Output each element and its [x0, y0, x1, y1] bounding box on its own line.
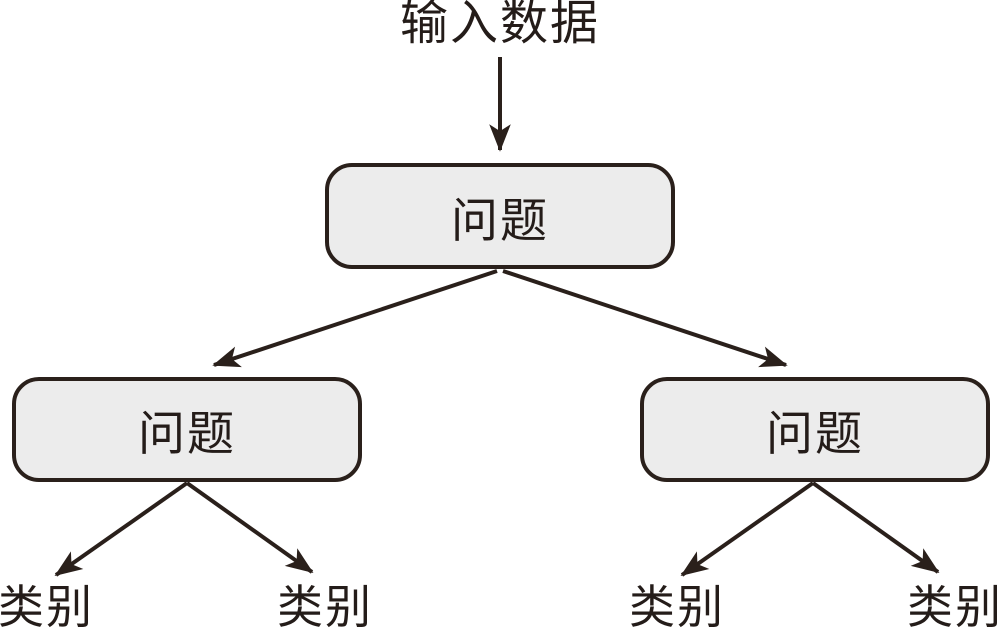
category-label-4: 类别	[907, 582, 1000, 633]
input-data-label: 输入数据	[399, 0, 600, 50]
right-question-label: 问题	[766, 409, 864, 461]
arrow-root-to-right	[502, 269, 788, 368]
root-question-label: 问题	[451, 195, 549, 248]
category-label-3: 类别	[629, 582, 725, 633]
arrow-right-to-leaf3	[680, 481, 815, 577]
right-question-node: 问题	[640, 377, 990, 482]
category-label-1: 类别	[0, 582, 94, 633]
category-label-2: 类别	[277, 582, 373, 633]
arrow-left-to-leaf1	[54, 481, 189, 577]
left-question-node: 问题	[12, 377, 362, 482]
left-question-label: 问题	[138, 409, 236, 461]
arrow-root-to-left	[212, 269, 498, 368]
root-question-node: 问题	[325, 163, 675, 269]
arrow-left-to-leaf2	[185, 481, 314, 574]
arrow-right-to-leaf4	[811, 481, 940, 574]
